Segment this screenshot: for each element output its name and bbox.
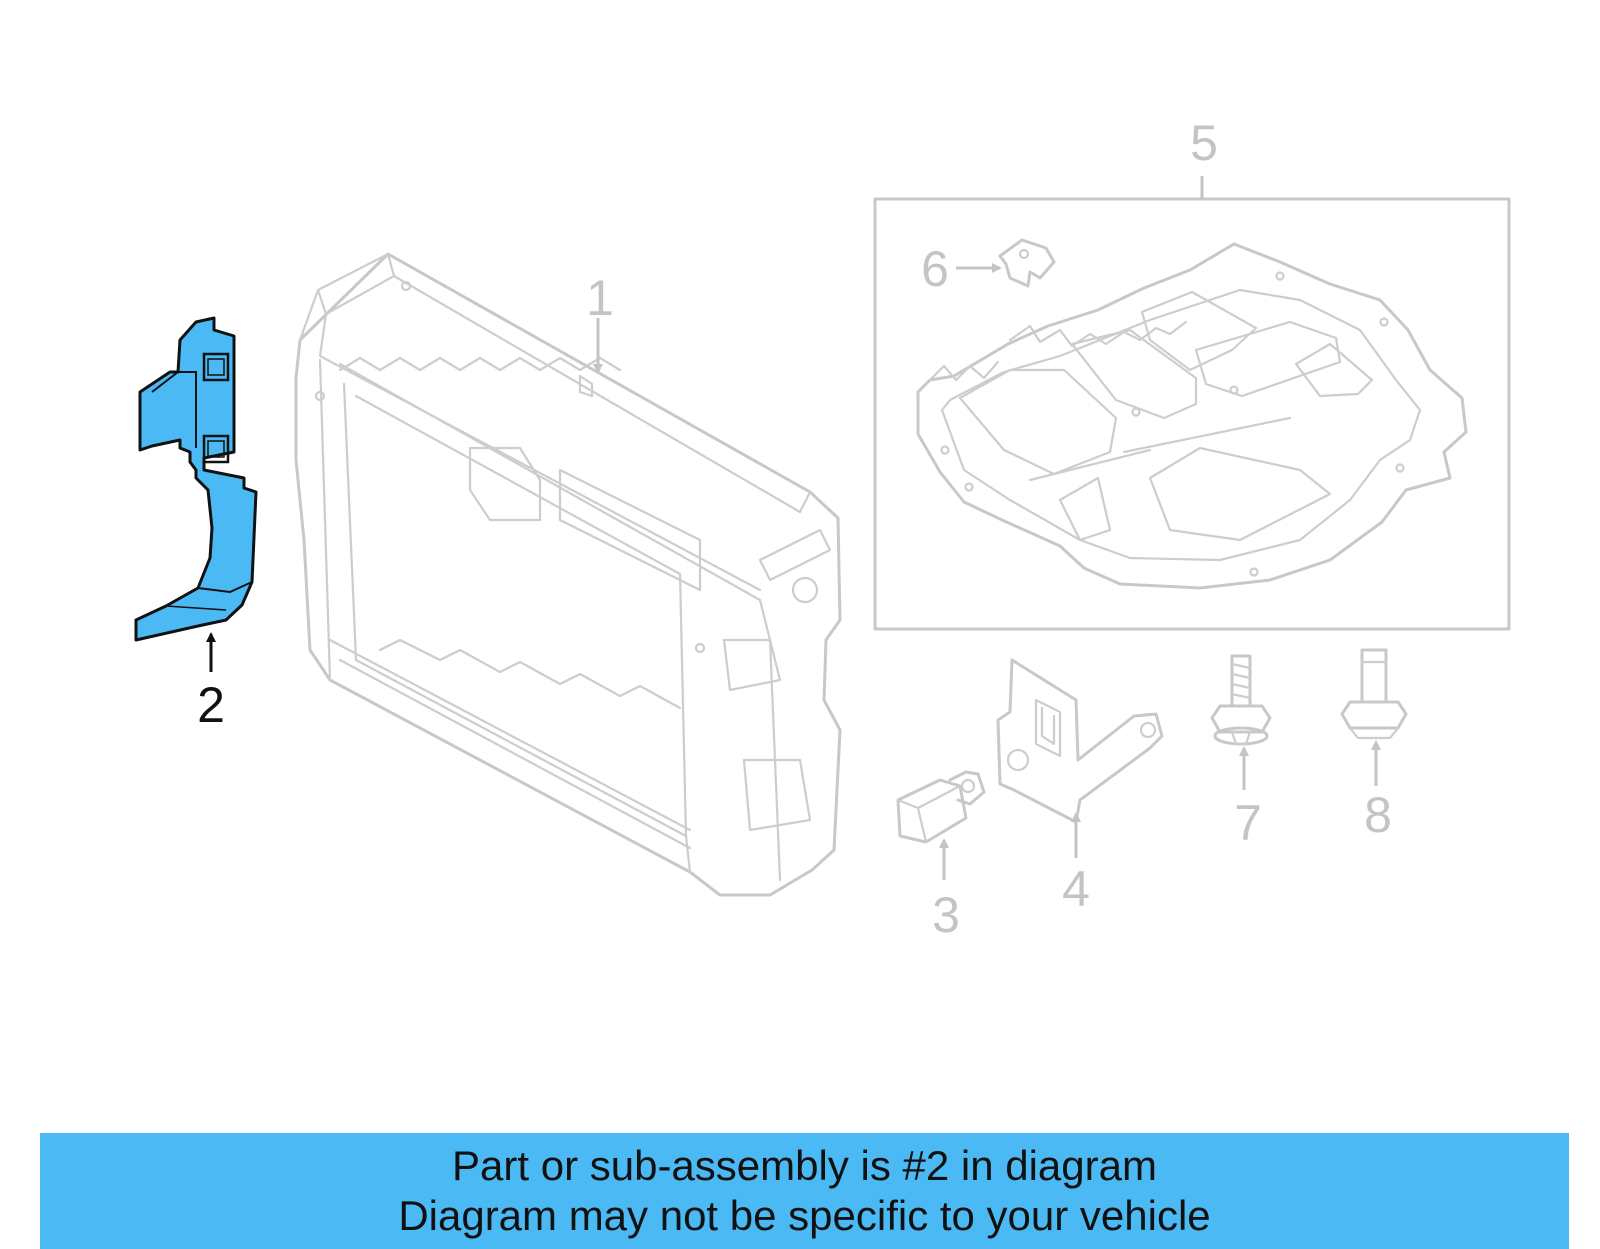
callout-6: 6: [921, 241, 949, 297]
part-5-undershield-assembly[interactable]: [873, 197, 1511, 631]
info-banner: Part or sub-assembly is #2 in diagram Di…: [40, 1133, 1569, 1249]
part-8-bolt[interactable]: [1340, 648, 1408, 740]
callout-3: 3: [932, 887, 960, 943]
part-4-bracket[interactable]: [996, 658, 1164, 824]
callout-7: 7: [1234, 795, 1262, 851]
callout-1: 1: [586, 270, 614, 326]
callout-5: 5: [1190, 115, 1218, 171]
part-3-connector[interactable]: [896, 770, 986, 844]
callout-2: 2: [197, 677, 225, 733]
part-6-clip[interactable]: [998, 238, 1056, 288]
banner-line-1: Part or sub-assembly is #2 in diagram: [452, 1142, 1157, 1189]
part-2-air-deflector[interactable]: [134, 316, 258, 642]
banner-line-2: Diagram may not be specific to your vehi…: [398, 1192, 1211, 1239]
part-1-radiator-support[interactable]: [294, 252, 842, 897]
part-7-bolt[interactable]: [1210, 654, 1272, 746]
callout-8: 8: [1364, 787, 1392, 843]
callout-4: 4: [1062, 861, 1090, 917]
